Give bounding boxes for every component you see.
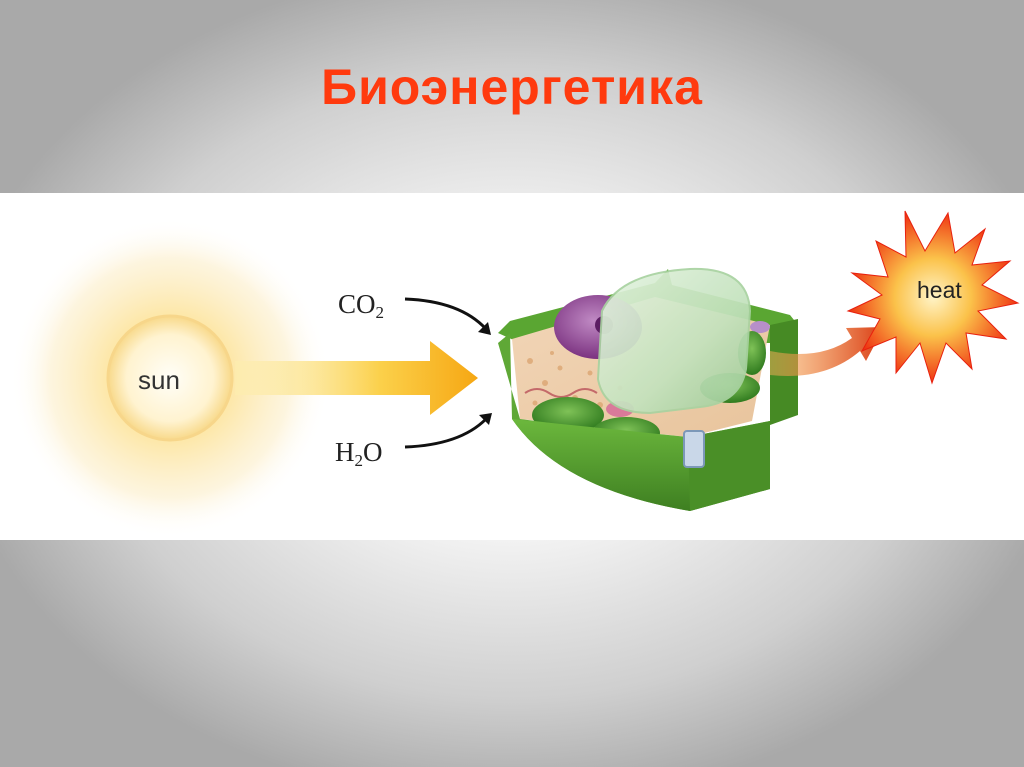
co2-base: CO	[338, 289, 376, 319]
heat-arrow	[770, 327, 884, 376]
h2o-subscript: 2	[354, 451, 364, 470]
sun-label: sun	[138, 365, 180, 395]
h2o-h: H	[335, 437, 355, 467]
co2-subscript: 2	[375, 303, 385, 322]
heat-label: heat	[917, 277, 962, 303]
h2o-o: O	[363, 437, 383, 467]
co2-arrow	[404, 297, 491, 335]
co2-label: CO2	[338, 289, 384, 323]
sunlight-arrow	[235, 341, 478, 415]
heat-burst-icon	[846, 210, 1020, 385]
diagram-panel: sun heat CO2 H2O	[0, 193, 1024, 540]
plant-cell-illustration	[498, 267, 798, 511]
slide-title: Биоэнергетика	[321, 59, 703, 115]
h2o-arrow	[404, 413, 492, 449]
h2o-label: H2O	[335, 437, 383, 471]
sun-icon	[10, 218, 330, 538]
diagram-canvas	[10, 210, 1020, 538]
